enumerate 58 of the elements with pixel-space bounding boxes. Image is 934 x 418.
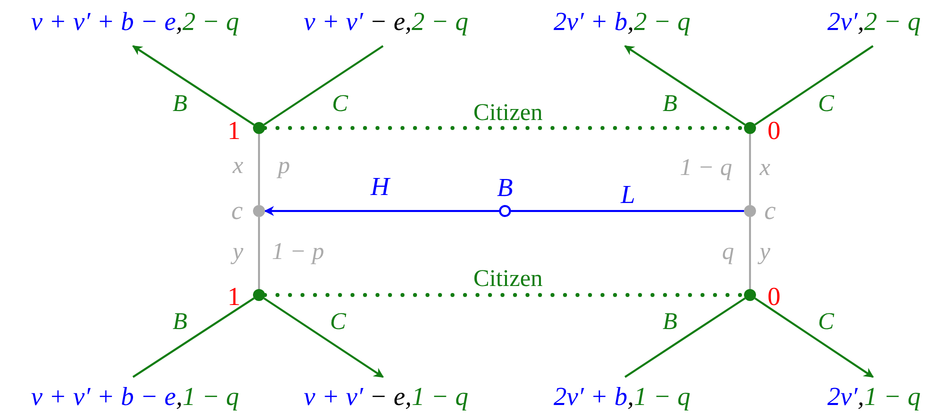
payoff-text: v + v′	[304, 7, 364, 36]
decision-node-dot	[744, 289, 756, 301]
arrow	[132, 45, 255, 126]
decision-node-dot	[744, 122, 756, 134]
branch-line	[754, 45, 874, 126]
variable-label: x	[760, 156, 770, 180]
payoff-text: v + v′ + b − e	[31, 7, 176, 36]
branch-line	[511, 210, 744, 212]
node-label: B	[497, 175, 513, 201]
payoff-text: ,	[858, 7, 864, 36]
branch-line	[749, 217, 751, 289]
node-label: c	[231, 198, 243, 224]
payoff-text: 2 − q	[864, 7, 921, 36]
branch-line	[258, 134, 260, 205]
payoff-text: 2 − q	[634, 7, 690, 36]
node-label: 0	[768, 118, 780, 144]
branch-line	[749, 134, 751, 205]
branch-line	[624, 297, 746, 378]
arrow	[754, 298, 874, 378]
arrow	[263, 297, 384, 378]
payoff-text: − e,	[368, 382, 412, 411]
arrow	[624, 45, 746, 126]
payoff-text: ,	[858, 382, 864, 411]
node-label: 1	[228, 284, 240, 310]
variable-label: x	[232, 154, 244, 178]
payoff-text: ,	[627, 7, 634, 36]
decision-node-dot	[253, 122, 265, 134]
payoff-text: 2v′	[827, 382, 858, 411]
node-label: 1	[228, 118, 240, 144]
variable-label: y	[760, 240, 770, 264]
edge-label: 1 − p	[270, 240, 326, 264]
payoff-text: v + v′	[304, 382, 364, 411]
branch-line	[258, 217, 260, 289]
chance-node-circle	[499, 205, 511, 217]
payoff-text: 2 − q	[182, 7, 239, 36]
decision-node-dot	[744, 205, 756, 217]
decision-node-dot	[253, 289, 265, 301]
payoff-text: 2v′	[827, 7, 858, 36]
payoff-text: 2v′ + b	[554, 382, 628, 411]
payoff-text: 1 − q	[412, 382, 468, 411]
payoff-text: − e,	[368, 7, 412, 36]
branch-line	[263, 45, 384, 126]
edge-label: 1 − q	[678, 156, 734, 180]
payoff-text: 2 − q	[412, 7, 468, 36]
payoff-text: 1 − q	[182, 382, 239, 411]
decision-node-dot	[253, 205, 265, 217]
arrow	[264, 206, 499, 216]
payoff-text: v + v′ + b − e	[31, 382, 176, 411]
payoff-text: 1 − q	[634, 382, 690, 411]
payoff-text: 1 − q	[864, 382, 921, 411]
node-label: c	[764, 198, 776, 224]
variable-label: y	[232, 240, 244, 264]
payoff-text: ,	[176, 382, 182, 411]
payoff-text: ,	[627, 382, 634, 411]
payoff-text: 2v′ + b	[554, 7, 628, 36]
payoff-text: ,	[176, 7, 182, 36]
branch-line	[132, 297, 255, 378]
node-label: 0	[768, 284, 780, 310]
